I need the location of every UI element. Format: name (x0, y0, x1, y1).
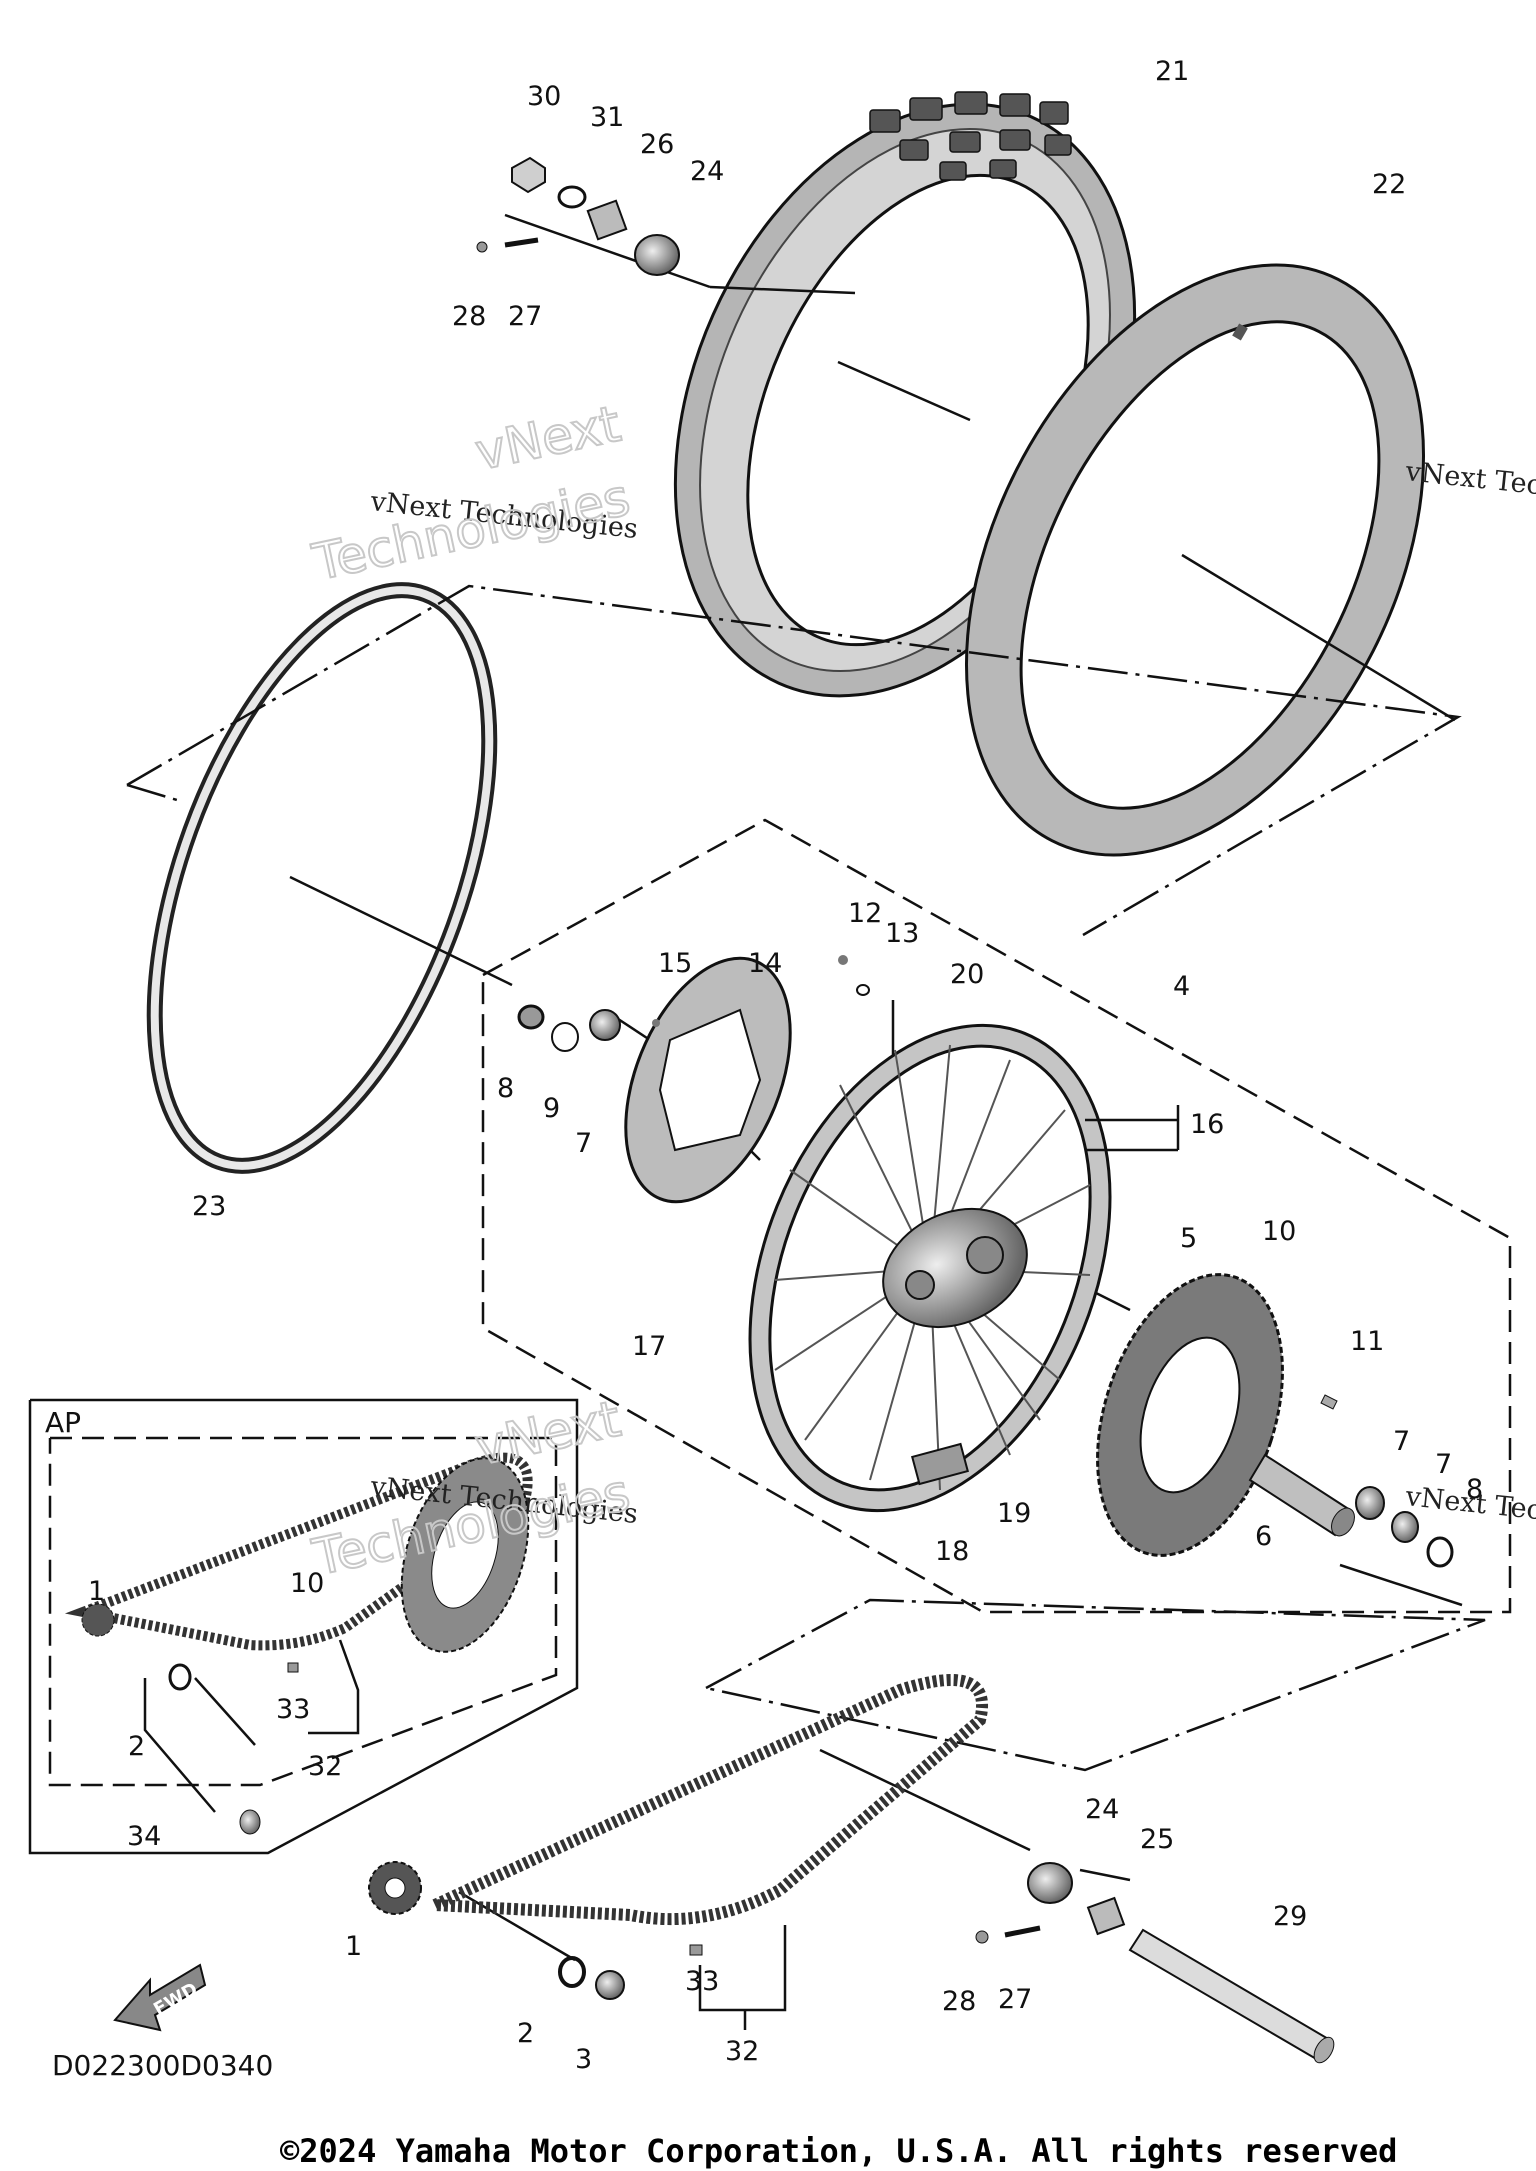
callout-labels: 30 31 26 24 28 27 21 22 23 12 13 15 14 2… (45, 56, 1483, 2075)
watermark-text-4: vNext Technologies (1403, 1481, 1536, 1540)
disc-bolt-15 (652, 1019, 660, 1027)
bearing-7-left (589, 1009, 621, 1041)
callout-12: 12 (848, 898, 882, 929)
callout-7-right-a: 7 (1393, 1426, 1410, 1457)
callout-13: 13 (885, 918, 919, 949)
callout-11: 11 (1350, 1326, 1384, 1357)
callout-8-left: 8 (497, 1073, 514, 1104)
callout-9: 9 (543, 1093, 560, 1124)
callout-23: 23 (192, 1191, 226, 1222)
callout-32: 32 (725, 2036, 759, 2067)
callout-19: 19 (997, 1498, 1031, 1529)
diagram-code: D022300D0340 (52, 2049, 273, 2082)
callout-7-right-b: 7 (1435, 1449, 1452, 1480)
locknut-28-bottom (975, 1930, 989, 1944)
bearing-7-right-b (1391, 1511, 1419, 1543)
callout-17: 17 (632, 1331, 666, 1362)
nipple-12 (838, 955, 848, 965)
tire-tread-knobs (869, 91, 1072, 181)
lower-axle-hardware (975, 1862, 1335, 2064)
center-lines (194, 213, 1463, 1962)
collar-6 (1248, 1453, 1355, 1537)
collar-24-bottom (1027, 1862, 1073, 1904)
callout-18: 18 (935, 1536, 969, 1567)
callout-1-inset: 1 (88, 1576, 105, 1607)
callout-15: 15 (658, 948, 692, 979)
hub (882, 1207, 1028, 1329)
callout-10-inset: 10 (290, 1568, 324, 1599)
sprocket-bolt-11 (1320, 1394, 1338, 1410)
callout-14: 14 (748, 948, 782, 979)
callout-31: 31 (590, 102, 624, 133)
upper-axle-hardware (476, 156, 680, 276)
callout-33-inset: 33 (276, 1694, 310, 1725)
callout-4: 4 (1173, 971, 1190, 1002)
callout-2-inset: 2 (128, 1731, 145, 1762)
lock-washer-2 (558, 1956, 586, 1988)
callout-28-top: 28 (452, 301, 486, 332)
adjuster-26 (586, 199, 628, 241)
bolt-27-bottom (1004, 1925, 1041, 1938)
washer-31 (557, 185, 587, 209)
callout-25: 25 (1140, 1824, 1174, 1855)
rim-band (146, 582, 498, 1174)
callout-24-top: 24 (690, 156, 724, 187)
callout-6: 6 (1255, 1521, 1272, 1552)
nut-30 (511, 156, 546, 194)
callout-1: 1 (345, 1931, 362, 1962)
leader-brackets (698, 1105, 1180, 2030)
callout-26: 26 (640, 129, 674, 160)
callout-24-bottom: 24 (1085, 1794, 1119, 1825)
fwd-arrow-icon: FWD (113, 1963, 207, 2032)
collar-24-top (634, 234, 680, 276)
callout-22: 22 (1372, 169, 1406, 200)
assembly-boundaries (126, 584, 1512, 1772)
bolt-27-top (504, 237, 539, 248)
callout-16: 16 (1190, 1109, 1224, 1140)
callout-27-bottom: 27 (998, 1984, 1032, 2015)
axle-29 (1128, 1928, 1335, 2064)
front-sprocket (368, 1861, 422, 1915)
tube-valve (1232, 323, 1248, 341)
watermark-big-1: vNext (470, 395, 625, 482)
circlip-9 (551, 1022, 579, 1052)
rim-lock-18 (911, 1442, 969, 1486)
inset-label: AP (45, 1406, 81, 1439)
adjuster-25 (1086, 1896, 1126, 1936)
callout-33: 33 (685, 1966, 719, 1997)
watermark-big-3: vNext (470, 1390, 625, 1477)
drive-chain (432, 1674, 988, 1926)
brake-disc (624, 956, 792, 1204)
bearing-7-right-a (1355, 1486, 1385, 1520)
oil-seal-8-right (1426, 1536, 1454, 1568)
rear-sprocket (1096, 1273, 1284, 1557)
callout-29: 29 (1273, 1901, 1307, 1932)
oil-seal-8-left (517, 1004, 545, 1030)
watermark-big-2: Technologies (307, 468, 634, 592)
rear-wheel-assembly (517, 955, 1454, 1568)
copyright-notice: ©2024 Yamaha Motor Corporation, U.S.A. A… (280, 2132, 1397, 2170)
ap-inset (28, 1398, 579, 1855)
callout-28-bottom: 28 (942, 1986, 976, 2017)
callout-10: 10 (1262, 1216, 1296, 1247)
callout-7-left: 7 (575, 1128, 592, 1159)
callout-27-top: 27 (508, 301, 542, 332)
callout-8-right: 8 (1466, 1474, 1483, 1505)
callout-34: 34 (127, 1821, 161, 1852)
chain-joint-33 (689, 1944, 703, 1956)
nut-3 (595, 1970, 625, 2000)
callout-20: 20 (950, 959, 984, 990)
callout-30: 30 (527, 81, 561, 112)
callout-5: 5 (1180, 1223, 1197, 1254)
locknut-28-top (476, 241, 488, 253)
callout-3: 3 (575, 2044, 592, 2075)
rim-lock-13 (856, 984, 870, 996)
watermark-text-3: vNext Technologies (1403, 456, 1536, 515)
callout-2: 2 (517, 2018, 534, 2049)
callout-21: 21 (1155, 56, 1189, 87)
callout-32-inset: 32 (308, 1751, 342, 1782)
